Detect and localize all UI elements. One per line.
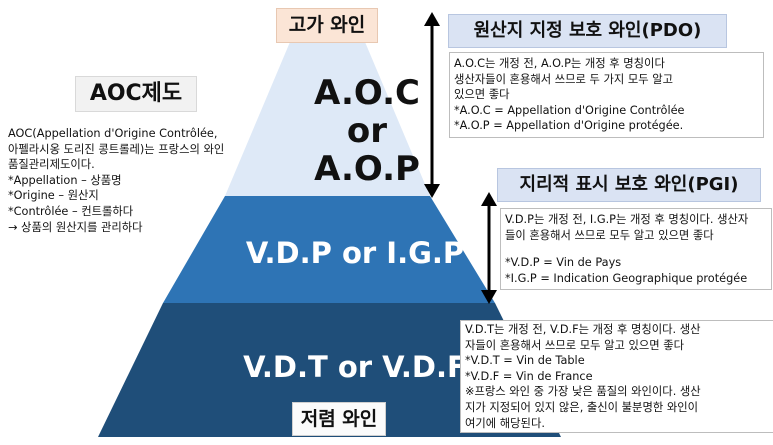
pdo-line: *A.O.C = Appellation d'Origine Contrôlée bbox=[454, 103, 685, 117]
pgi-range-arrow bbox=[481, 192, 497, 304]
vdt-line: 여기에 해당된다. bbox=[465, 416, 545, 430]
pdo-line: 생산자들이 혼용해서 쓰므로 두 가지 모두 알고 bbox=[454, 72, 674, 86]
vdt-line: *V.D.F = Vin de France bbox=[465, 369, 593, 383]
pdo-heading: 원산지 지정 보호 와인(PDO) bbox=[448, 14, 727, 48]
aoc-line: AOC(Appellation d'Origine Contrôlée, bbox=[8, 127, 218, 140]
aoc-line: → 상품의 원산지를 관리하다 bbox=[8, 220, 143, 234]
tier-line: A.O.P bbox=[314, 149, 420, 189]
pgi-spacer bbox=[505, 243, 767, 255]
pdo-line: *A.O.P = Appellation d'Origine protégée. bbox=[454, 119, 684, 133]
pdo-note: A.O.C는 개정 전, A.O.P는 개정 후 명칭이다 생산자들이 혼용해서… bbox=[449, 52, 764, 138]
aoc-system-title: AOC제도 bbox=[75, 76, 197, 112]
pgi-line: V.D.P는 개정 전, I.G.P는 개정 후 명칭이다. 생산자 bbox=[505, 213, 749, 226]
aoc-line: *Origine – 원산지 bbox=[8, 189, 99, 203]
tier-aoc-aop-text: A.O.C or A.O.P bbox=[262, 74, 472, 188]
tier-vdt-vdf-text: V.D.T or V.D.F bbox=[243, 350, 467, 384]
pgi-note: V.D.P는 개정 전, I.G.P는 개정 후 명칭이다. 생산자 들이 혼용… bbox=[500, 208, 772, 291]
pgi-heading: 지리적 표시 보호 와인(PGI) bbox=[497, 168, 761, 202]
pyramid-tier-top bbox=[225, 42, 430, 196]
pdo-range-arrow bbox=[424, 12, 440, 198]
vdt-note: V.D.T는 개정 전, V.D.F는 개정 후 명칭이다. 생산 자들이 혼용… bbox=[460, 320, 773, 434]
aoc-line: 품질관리제도이다. bbox=[8, 158, 95, 172]
vdt-line: V.D.T는 개정 전, V.D.F는 개정 후 명칭이다. 생산 bbox=[465, 323, 701, 336]
pyramid-tier-middle bbox=[163, 196, 495, 303]
vdt-line: 지가 지정되어 있지 않은, 출신이 불분명한 와인이 bbox=[465, 400, 699, 414]
vdt-line: ※프랑스 와인 중 가장 낮은 품질의 와인이다. 생산 bbox=[465, 385, 701, 399]
cheap-wine-label: 저렴 와인 bbox=[292, 402, 386, 436]
vdt-line: *V.D.T = Vin de Table bbox=[465, 354, 585, 368]
tier-line: or bbox=[346, 111, 388, 151]
pyramid-tier-bottom bbox=[98, 303, 561, 437]
pgi-line: 들이 혼용해서 쓰므로 모두 알고 있으면 좋다 bbox=[505, 228, 714, 242]
vdt-line: 자들이 혼용해서 쓰므로 모두 알고 있으면 좋다 bbox=[465, 338, 685, 352]
pdo-line: A.O.C는 개정 전, A.O.P는 개정 후 명칭이다 bbox=[454, 57, 665, 70]
pgi-line: *I.G.P = Indication Geographique protégé… bbox=[505, 271, 748, 285]
pgi-line: *V.D.P = Vin de Pays bbox=[505, 256, 622, 270]
aoc-description: AOC(Appellation d'Origine Contrôlée, 아펠라… bbox=[8, 126, 270, 235]
tier-line: A.O.C bbox=[314, 73, 420, 113]
pdo-line: 있으면 좋다 bbox=[454, 88, 510, 102]
expensive-wine-label: 고가 와인 bbox=[276, 8, 378, 43]
aoc-line: *Appellation – 상품명 bbox=[8, 173, 122, 187]
tier-vdp-igp-text: V.D.P or I.G.P bbox=[245, 236, 465, 270]
aoc-line: 아펠라시옹 도리진 콩트롤레)는 프랑스의 와인 bbox=[8, 142, 225, 156]
aoc-line: *Contrôlée – 컨트롤하다 bbox=[8, 204, 134, 218]
